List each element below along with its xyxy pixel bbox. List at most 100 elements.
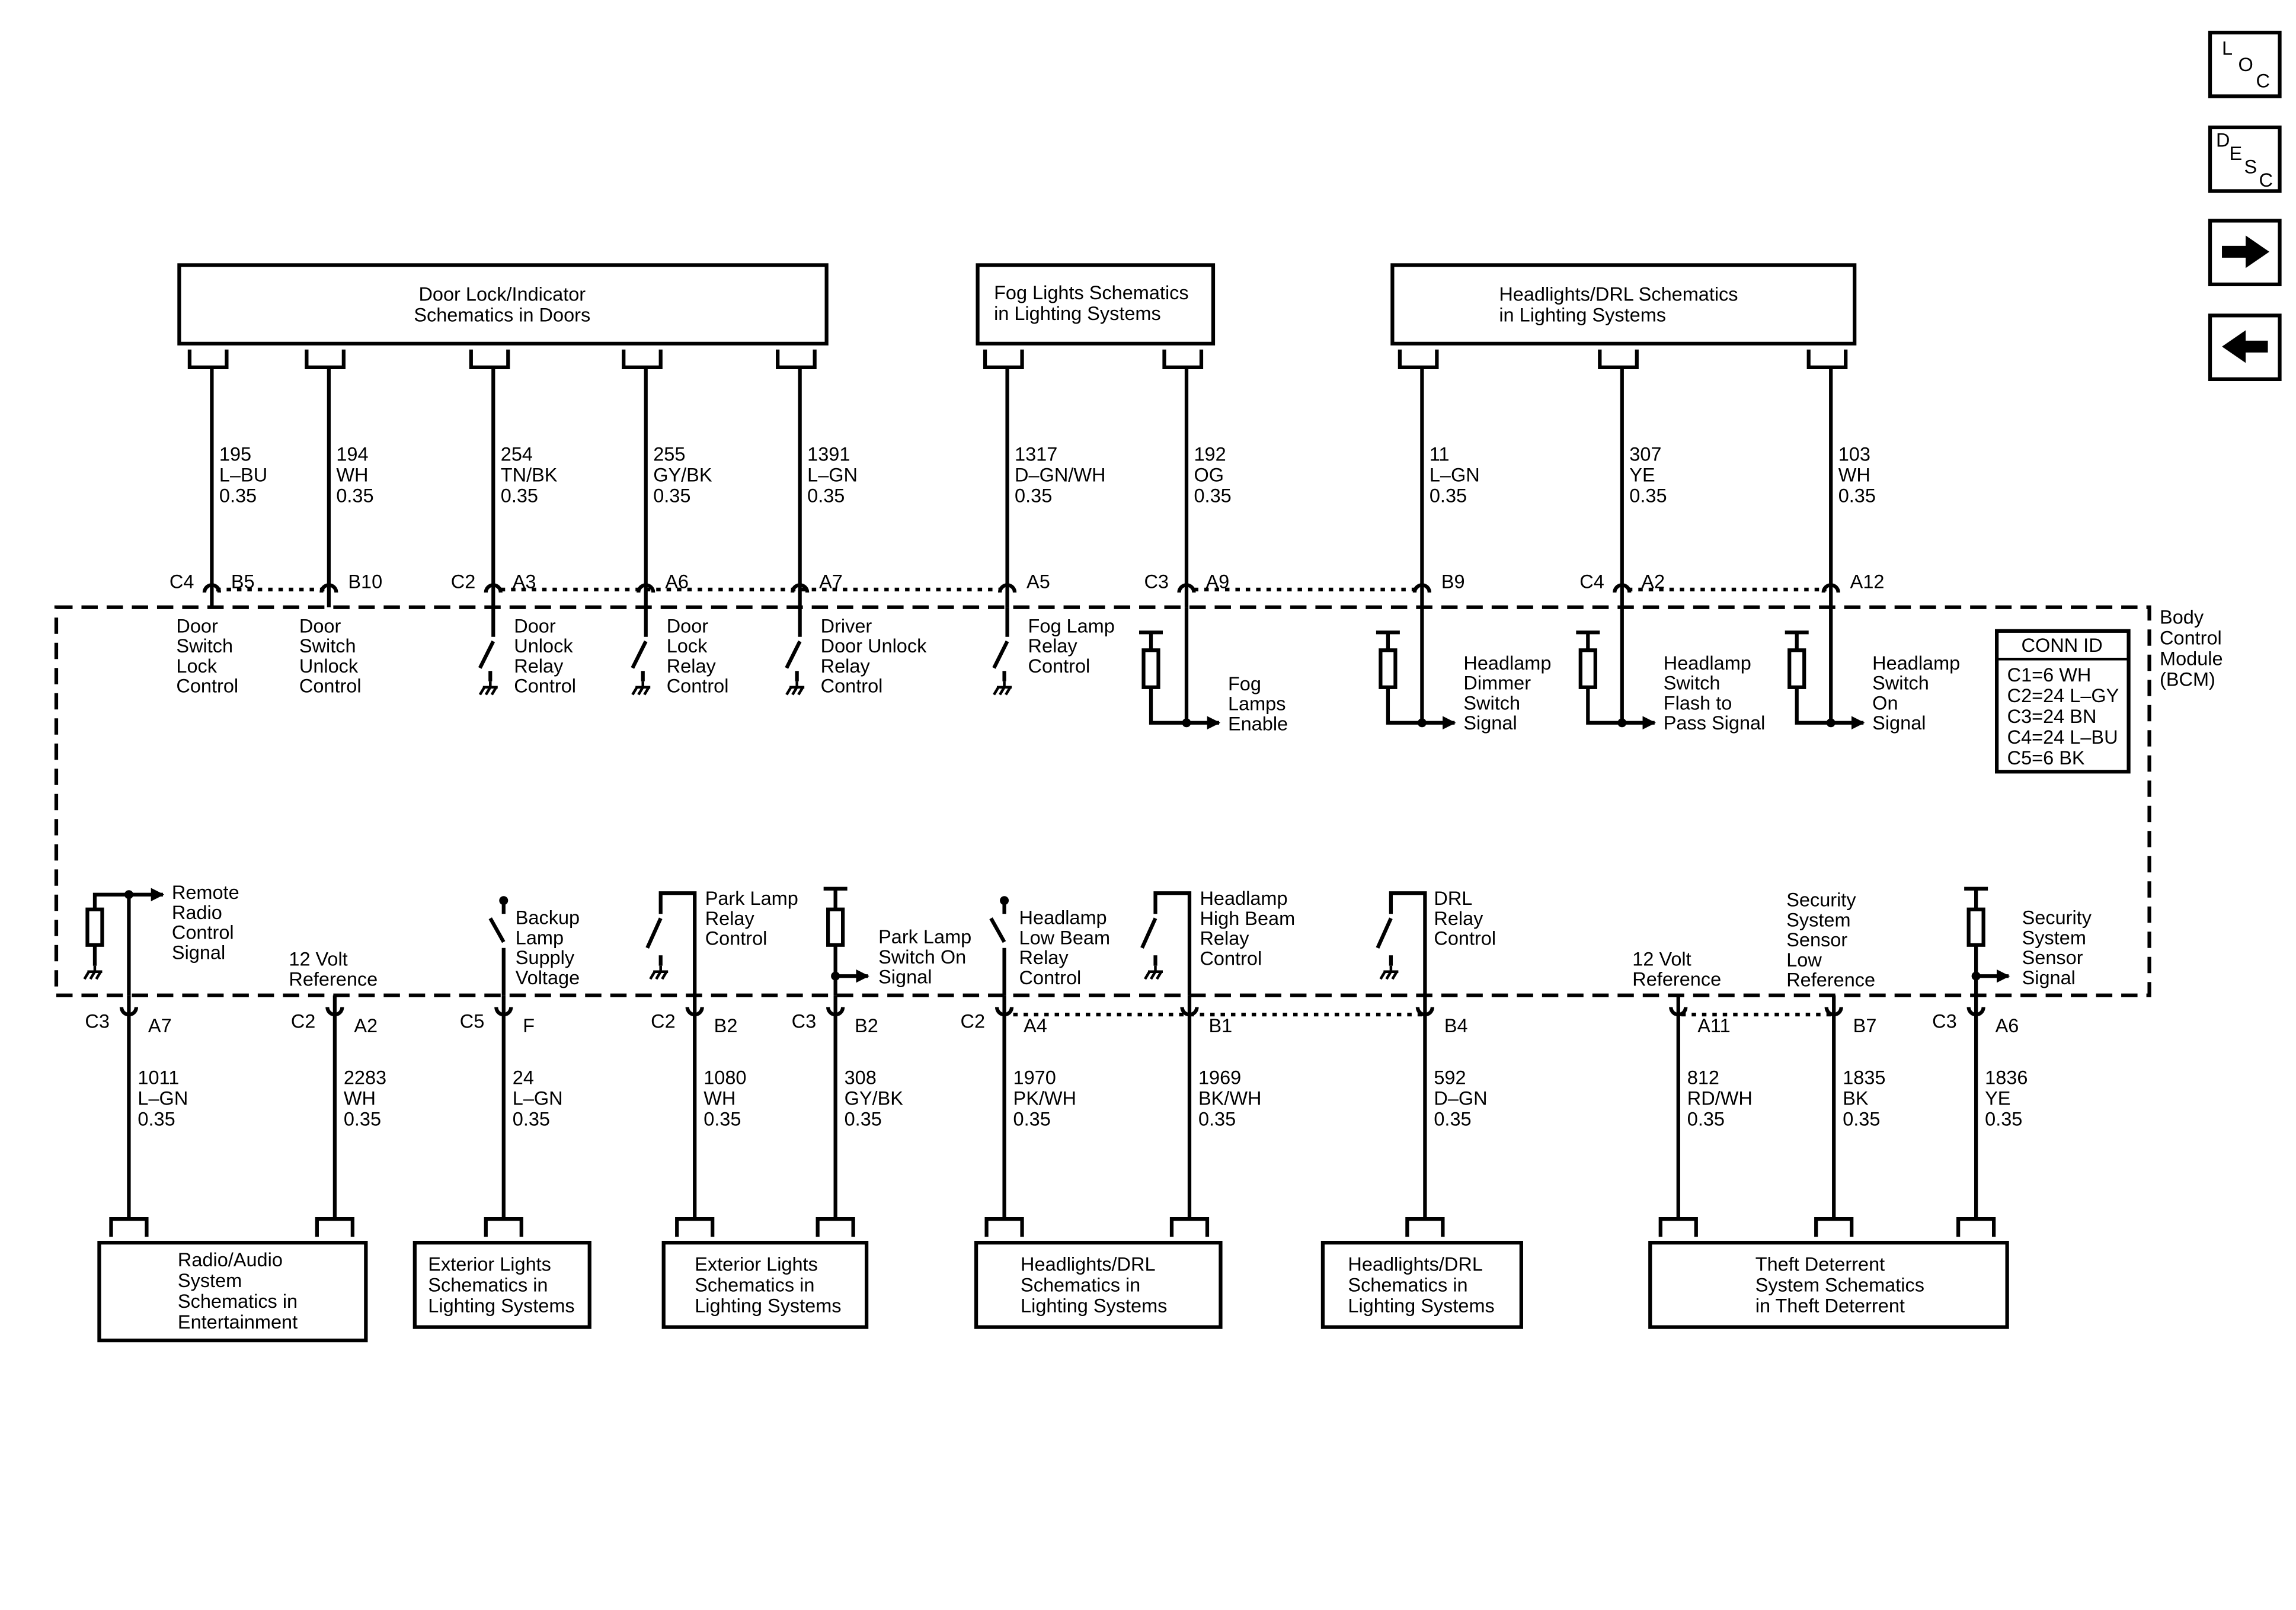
input-signal-circuit [1785,607,1865,730]
harness-connector [1806,349,1848,370]
top-box-fog-lights[interactable]: Fog Lights Schematics in Lighting System… [976,263,1216,346]
top-box-label: in Lighting Systems [1499,304,1666,325]
top-box-label: Door Lock/Indicator [418,283,586,305]
bcm-function-label: Pass Signal [1664,712,1766,734]
pin-id: B2 [855,1015,878,1036]
bcm-function-label: Supply [516,947,575,968]
bottom-box-radio-audio[interactable]: Radio/Audio System Schematics in Enterta… [97,1240,368,1343]
switch-contact [631,640,648,669]
switch-contact [645,917,663,949]
pin-id: A7 [148,1015,172,1036]
harness-connector [984,1217,1024,1237]
bcm-function-label: Control [821,676,883,697]
switch-contact [989,917,1006,943]
top-box-door-lock[interactable]: Door Lock/Indicator Schematics in Doors [177,263,829,346]
bcm-function-label: Signal [878,966,932,988]
wire-color: YE [1629,464,1655,485]
switch-contact [488,917,506,943]
ground-hatch [83,971,90,980]
bcm-function-label: DRL [1434,888,1472,909]
connector-pin [494,1007,513,1017]
loc-button[interactable]: L O C [2208,30,2282,98]
bcm-function-label: Door [514,615,556,636]
pin-id: B7 [1853,1015,1877,1036]
pin-id: A3 [513,571,536,592]
harness-connector [484,1217,523,1237]
bcm-function-label: Enable [1228,713,1288,734]
wire-gauge: 0.35 [513,1109,550,1130]
low-side-driver-switch [785,607,805,696]
top-box-headlights-drl[interactable]: Headlights/DRL Schematics in Lighting Sy… [1390,263,1857,346]
pin-id: A7 [819,571,843,592]
connector-pin [997,583,1017,593]
wire-circuit-number: 195 [219,443,251,465]
conn-id-table: CONN ID C1=6 WH C2=24 L–GY C3=24 BN C4=2… [1995,629,2131,774]
wire-color: GY/BK [845,1088,904,1109]
bottom-box-label: Headlights/DRL [1021,1254,1156,1275]
bcm-function-label: Reference [1786,969,1875,991]
top-box-label: Headlights/DRL Schematics [1499,283,1738,305]
pull-up-resistor [1966,907,1985,947]
ground-hatch [785,686,792,696]
connector-pin [319,583,338,593]
wire-circuit-number: 1080 [703,1067,746,1089]
pin-id: B9 [1441,571,1465,592]
bcm-function-label: Switch [1463,692,1520,713]
wire-circuit-number: 24 [513,1067,534,1089]
bottom-box-exterior-lights-2[interactable]: Exterior Lights Schematics in Lighting S… [661,1240,869,1329]
bcm-function-label: Backup [516,907,580,929]
wire-circuit-number: 1317 [1015,443,1057,465]
connector-pin [1613,583,1632,593]
bottom-box-exterior-lights-1[interactable]: Exterior Lights Schematics in Lighting S… [412,1240,591,1329]
connector-pin [1177,583,1196,593]
bottom-box-theft-deterrent[interactable]: Theft Deterrent System Schematics in The… [1648,1240,2009,1329]
bcm-module-label: Body Control Module (BCM) [2160,606,2228,690]
bcm-function-label: Security [1786,889,1856,911]
bcm-function-label: Park Lamp [705,888,798,909]
harness-connector [1405,1217,1445,1237]
bottom-box-headlights-drl-1[interactable]: Headlights/DRL Schematics in Lighting Sy… [974,1240,1223,1329]
desc-letter: E [2230,143,2243,164]
bcm-function-label: Low Beam [1019,927,1110,948]
connector-id: C3 [1932,1011,1957,1032]
bcm-function-label: Relay [705,908,755,929]
bottom-box-headlights-drl-2[interactable]: Headlights/DRL Schematics in Lighting Sy… [1320,1240,1523,1329]
connector-pin [1966,1007,1985,1017]
input-signal-circuit [1376,607,1456,730]
prev-page-button[interactable] [2208,313,2282,382]
wire-circuit-number: 11 [1430,443,1450,465]
next-page-button[interactable] [2208,219,2282,287]
ground-hatch [1150,971,1157,980]
bottom-box-label: in Theft Deterrent [1755,1295,1905,1317]
bcm-function-label: Park Lamp [878,926,971,948]
wire-gauge: 0.35 [1013,1109,1051,1130]
ground-hatch [661,971,668,980]
wire-color: L–GN [513,1088,563,1109]
wire-color: TN/BK [501,464,558,485]
bcm-function-label: Relay [514,655,564,677]
desc-button[interactable]: D E S C [2208,125,2282,193]
pin-id: A4 [1024,1015,1047,1036]
connector-id: C2 [451,571,476,592]
